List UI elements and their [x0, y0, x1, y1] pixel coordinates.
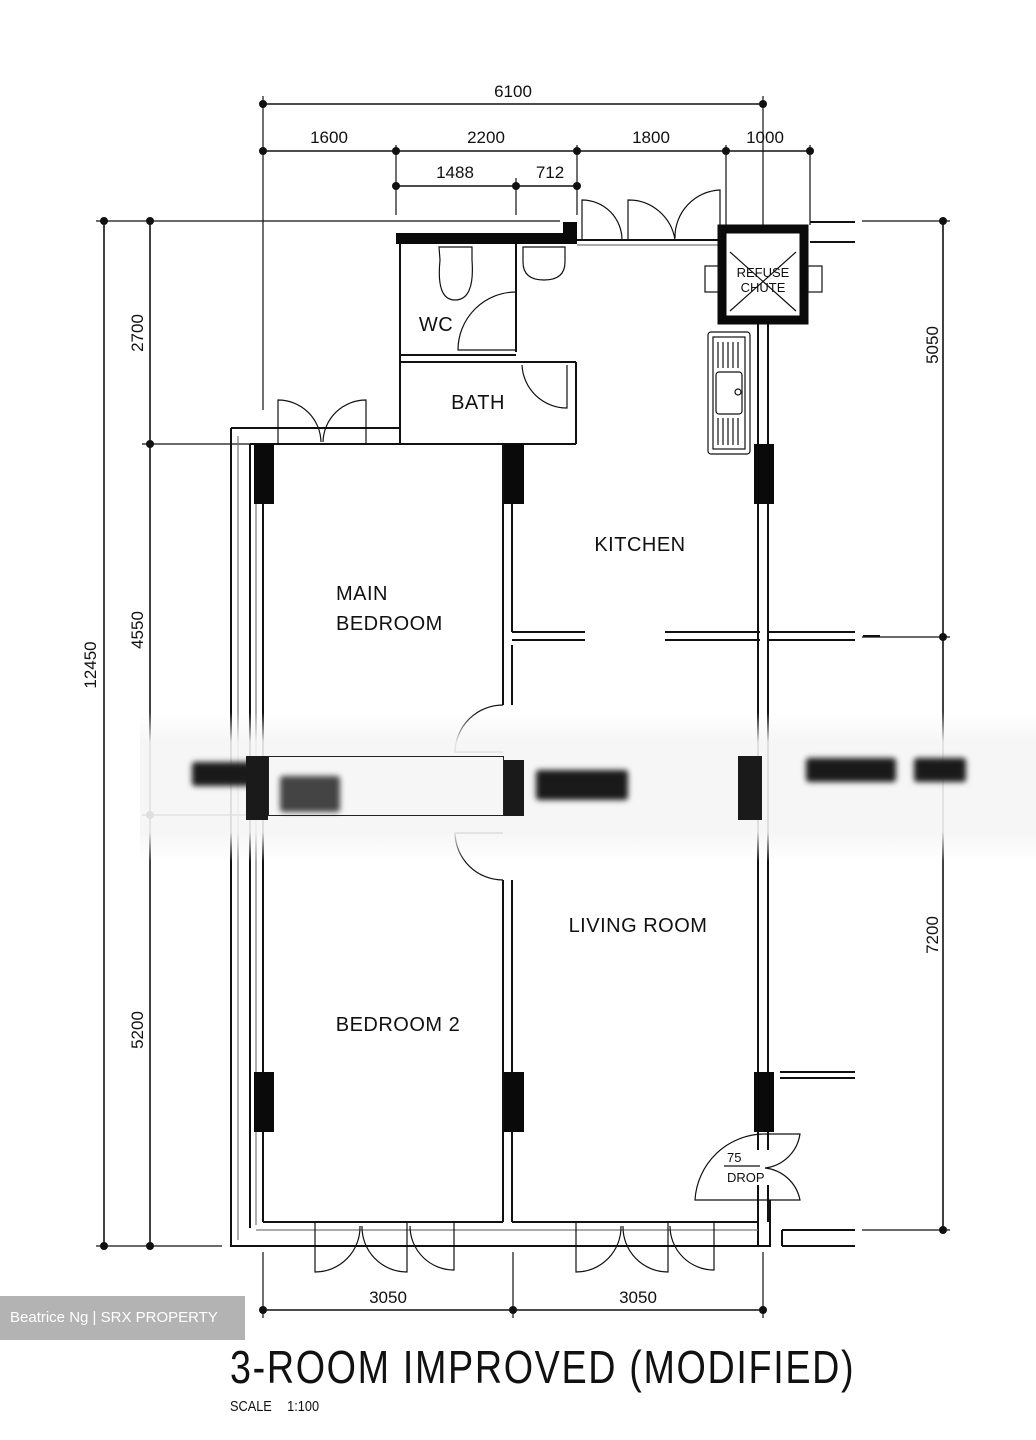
- watermark-blur-3: [280, 776, 340, 812]
- kitchen-sink-icon: [707, 331, 751, 455]
- credit-label: Beatrice Ng | SRX PROPERTY: [0, 1296, 245, 1340]
- watermark-blur-1: [192, 762, 252, 786]
- scale-label: SCALE: [230, 1398, 272, 1415]
- dim-top-seg-4: 1000: [746, 128, 784, 147]
- watermark-blur-5: [536, 770, 628, 800]
- walls: [230, 221, 880, 1247]
- watermark-blur-7: [806, 758, 896, 782]
- room-label-bedroom-2: BEDROOM 2: [336, 1014, 461, 1036]
- room-label-main-bedroom-2: BEDROOM: [336, 613, 443, 635]
- watermark-blur-4: [504, 760, 524, 816]
- dim-top-seg-3: 1800: [632, 128, 670, 147]
- room-label-wc: WC: [419, 314, 453, 336]
- right-dimensions: 5050 7200: [862, 217, 950, 1234]
- dim-bottom-seg-1: 3050: [369, 1288, 407, 1307]
- left-dimensions: 12450 2700 4550 5200: [81, 217, 560, 1250]
- room-label-bath: BATH: [451, 392, 505, 414]
- dim-right-seg-1: 5050: [923, 326, 942, 364]
- toilet-icon: [438, 246, 473, 301]
- room-label-main-bedroom-1: MAIN: [336, 583, 388, 605]
- watermark-frame: [268, 756, 504, 816]
- room-label-kitchen: KITCHEN: [594, 534, 685, 556]
- refuse-chute-label-1: REFUSE: [737, 265, 790, 280]
- watermark-blur-8: [914, 758, 966, 782]
- room-label-living-room: LIVING ROOM: [569, 915, 708, 937]
- dim-top-seg-2: 2200: [467, 128, 505, 147]
- scale-value: 1:100: [287, 1398, 320, 1415]
- plan-title: 3-ROOM IMPROVED (MODIFIED): [230, 1341, 856, 1393]
- watermark-blur-2: [246, 756, 268, 820]
- room-labels: WC BATH KITCHEN MAIN BEDROOM LIVING ROOM…: [336, 314, 765, 1185]
- drop-number: 75: [727, 1150, 741, 1165]
- doors: [277, 189, 801, 1273]
- refuse-chute-label-2: CHUTE: [741, 280, 786, 295]
- dim-left-seg-1: 2700: [128, 314, 147, 352]
- basin-icon: [522, 246, 566, 281]
- bottom-dimensions: 3050 3050: [259, 1252, 767, 1318]
- dim-top-sub-1: 1488: [436, 163, 474, 182]
- dim-top-sub-2: 712: [536, 163, 564, 182]
- plan-scale: SCALE 1:100: [230, 1398, 334, 1415]
- drop-label: DROP: [727, 1170, 765, 1185]
- dim-top-seg-1: 1600: [310, 128, 348, 147]
- fixtures: [438, 246, 751, 455]
- top-dimensions: 6100 1600 2200 1800 1000 1488 712: [259, 82, 814, 410]
- dim-left-seg-2: 4550: [128, 611, 147, 649]
- dim-left-seg-3: 5200: [128, 1011, 147, 1049]
- dim-left-total: 12450: [81, 641, 100, 688]
- watermark-blur-6: [738, 756, 762, 820]
- dim-top-total: 6100: [494, 82, 532, 101]
- refuse-chute: REFUSE CHUTE: [704, 224, 823, 325]
- dim-right-seg-2: 7200: [923, 916, 942, 954]
- dim-bottom-seg-2: 3050: [619, 1288, 657, 1307]
